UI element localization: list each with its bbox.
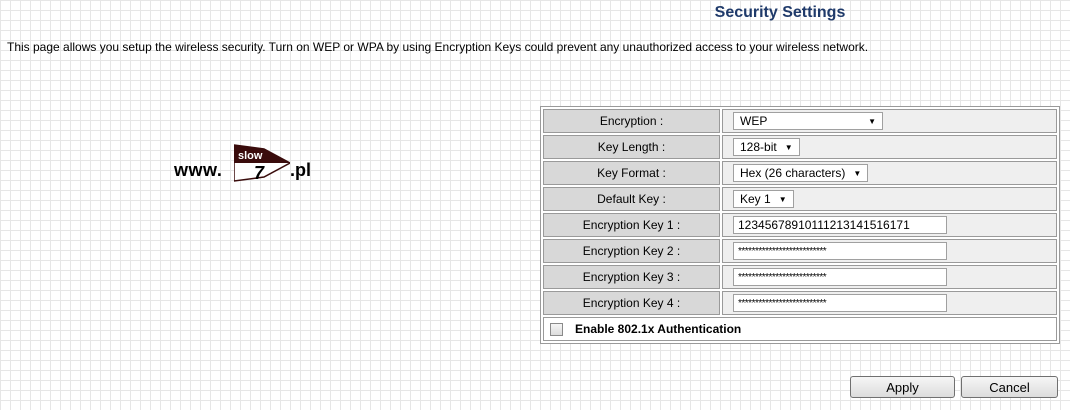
key-length-label: Key Length : [543,135,720,159]
row-enable-8021x: Enable 802.1x Authentication [543,317,1057,341]
default-key-label: Default Key : [543,187,720,211]
key-format-label: Key Format : [543,161,720,185]
key-format-select-value: Hex (26 characters) [740,166,846,180]
encryption-select[interactable]: WEP ▼ [733,112,883,130]
default-key-select[interactable]: Key 1 ▼ [733,190,794,208]
key-format-select[interactable]: Hex (26 characters) ▼ [733,164,869,182]
encryption-key-3-input[interactable]: ************************** [733,268,947,286]
encryption-key-4-input[interactable]: ************************** [733,294,947,312]
chevron-down-icon: ▼ [853,168,862,178]
encryption-key-3-label: Encryption Key 3 : [543,265,720,289]
encryption-key-1-input[interactable]: 12345678910111213141516171 [733,216,947,234]
encryption-key-4-label: Encryption Key 4 : [543,291,720,315]
logo-badge-number: 7 [254,163,265,183]
security-settings-table: Encryption : WEP ▼ Key Length : 128-bit … [540,106,1060,344]
default-key-select-value: Key 1 [740,192,771,206]
logo-badge-icon: slow 7 [234,144,290,183]
logo-suffix: .pl [290,160,311,180]
encryption-key-1-label: Encryption Key 1 : [543,213,720,237]
row-default-key: Default Key : Key 1 ▼ [543,187,1057,211]
logo-prefix: www. [174,160,223,180]
encryption-select-value: WEP [740,114,768,128]
cancel-button[interactable]: Cancel [961,376,1058,398]
page-title: Security Settings [714,4,846,21]
enable-8021x-checkbox[interactable] [550,323,563,337]
row-encryption-key-2: Encryption Key 2 : *********************… [543,239,1057,263]
key-length-select-value: 128-bit [740,140,777,154]
row-encryption-key-4: Encryption Key 4 : *********************… [543,291,1057,315]
logo-badge-top: slow [238,150,263,162]
encryption-key-2-label: Encryption Key 2 : [543,239,720,263]
row-key-length: Key Length : 128-bit ▼ [543,135,1057,159]
page-description: This page allows you setup the wireless … [7,40,869,54]
chevron-down-icon: ▼ [868,116,876,126]
row-encryption: Encryption : WEP ▼ [543,109,1057,133]
enable-8021x-label: Enable 802.1x Authentication [575,321,742,336]
key-length-select[interactable]: 128-bit ▼ [733,138,800,156]
row-encryption-key-3: Encryption Key 3 : *********************… [543,265,1057,289]
row-encryption-key-1: Encryption Key 1 : 123456789101112131415… [543,213,1057,237]
chevron-down-icon: ▼ [784,142,793,152]
encryption-label: Encryption : [543,109,720,133]
row-key-format: Key Format : Hex (26 characters) ▼ [543,161,1057,185]
chevron-down-icon: ▼ [778,194,787,204]
encryption-key-2-input[interactable]: ************************** [733,242,947,260]
apply-button[interactable]: Apply [850,376,955,398]
